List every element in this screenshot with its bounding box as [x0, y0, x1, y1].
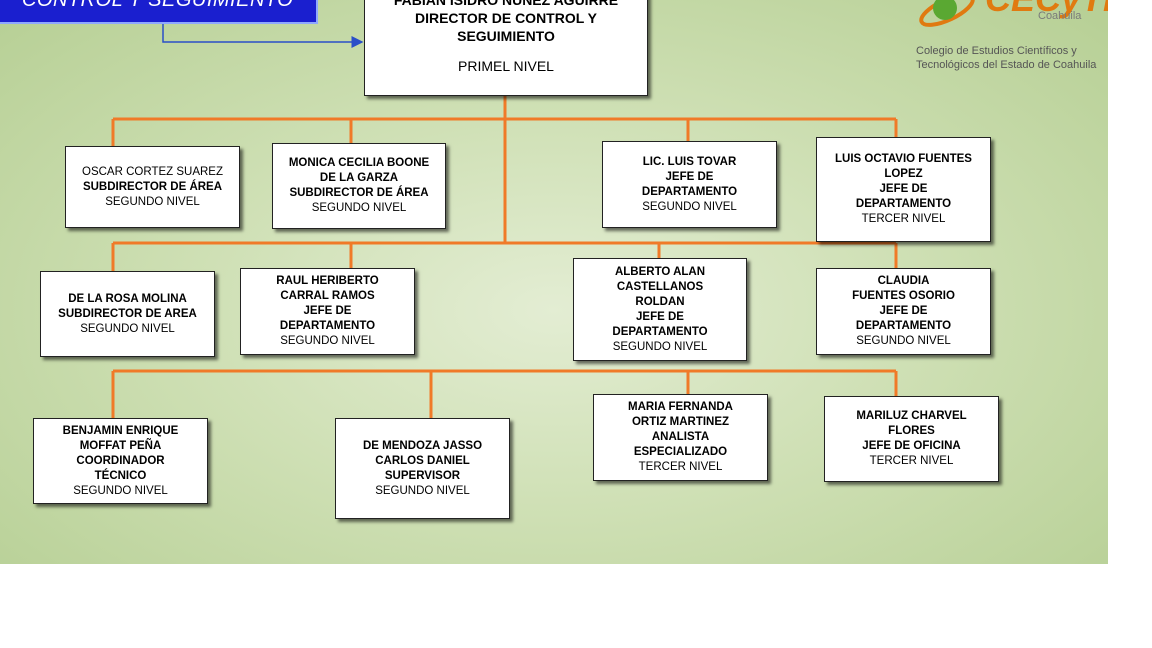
org-box-de-mendoza: DE MENDOZA JASSO CARLOS DANIEL SUPERVISO…: [335, 418, 510, 519]
person-name: MARILUZ CHARVEL: [856, 410, 967, 422]
person-name: MOFFAT PEÑA: [79, 439, 162, 452]
person-name: CASTELLANOS: [616, 280, 704, 293]
person-name: LIC. LUIS TOVAR: [642, 155, 737, 168]
position-title: COORDINADOR: [76, 454, 165, 467]
position-title: SUBDIRECTOR DE ÁREA: [82, 180, 223, 193]
org-box-maria-ortiz: MARIA FERNANDA ORTIZ MARTINEZ ANALISTA E…: [593, 394, 768, 481]
org-box-luis-octavio: LUIS OCTAVIO FUENTES LOPEZ JEFE DE DEPAR…: [816, 137, 991, 242]
person-name: OSCAR CORTEZ SUAREZ: [82, 165, 223, 178]
director-name: FABIAN ISIDRO NUÑEZ AGUIRRE: [393, 0, 619, 8]
person-name: DE LA ROSA MOLINA: [68, 292, 187, 305]
logo-caption: Colegio de Estudios Científicos y Tecnol…: [916, 44, 1106, 72]
banner-arrow: [162, 24, 364, 48]
level-label: SEGUNDO NIVEL: [375, 484, 470, 497]
person-name: FLORES: [888, 425, 935, 437]
position-title: JEFE DE: [665, 170, 714, 183]
position-title: DEPARTAMENTO: [641, 185, 738, 198]
person-name: ALBERTO ALAN: [614, 265, 706, 278]
position-title: DEPARTAMENTO: [612, 325, 708, 338]
person-name: LOPEZ: [884, 168, 923, 180]
org-box-alberto-castellanos: ALBERTO ALAN CASTELLANOS ROLDAN JEFE DE …: [573, 258, 747, 361]
person-name: RAUL HERIBERTO: [276, 275, 379, 287]
person-name: DE LA GARZA: [319, 172, 399, 184]
person-name: MARIA FERNANDA: [628, 401, 733, 413]
level-label: TERCER NIVEL: [869, 455, 954, 467]
position-title: DEPARTAMENTO: [855, 320, 952, 332]
position-title: SUPERVISOR: [384, 469, 461, 482]
level-label: SEGUNDO NIVEL: [642, 200, 737, 213]
level-label: TERCER NIVEL: [638, 461, 723, 473]
position-title: TÉCNICO: [94, 469, 147, 482]
logo-brand: CECyTE: [985, 0, 1108, 20]
position-title: SUBDIRECTOR DE ÁREA: [289, 187, 429, 199]
person-name: FUENTES OSORIO: [852, 290, 955, 302]
position-title: DEPARTAMENTO: [855, 198, 952, 210]
org-box-claudia-fuentes: CLAUDIA FUENTES OSORIO JEFE DE DEPARTAME…: [816, 268, 991, 355]
position-title: JEFE DE: [636, 310, 684, 323]
level-label: SEGUNDO NIVEL: [80, 322, 175, 335]
level-label: SEGUNDO NIVEL: [856, 335, 951, 347]
person-name: DE MENDOZA JASSO: [362, 439, 483, 452]
cecyte-logo: [919, 0, 975, 27]
level-label: SEGUNDO NIVEL: [105, 195, 200, 208]
title-banner: CONTROL Y SEGUIMIENTO: [0, 0, 318, 24]
director-box: FABIAN ISIDRO NUÑEZ AGUIRRE DIRECTOR DE …: [364, 0, 648, 96]
person-name: CARLOS DANIEL: [375, 454, 470, 467]
person-name: CLAUDIA: [877, 275, 930, 287]
position-title: SUBDIRECTOR DE AREA: [58, 307, 197, 320]
level-label: TERCER NIVEL: [861, 213, 946, 225]
logo-caption-line: Tecnológicos del Estado de Coahuila: [916, 59, 1097, 71]
org-box-monica-boone: MONICA CECILIA BOONE DE LA GARZA SUBDIRE…: [272, 143, 446, 229]
position-title: ANALISTA: [651, 431, 710, 443]
position-title: DEPARTAMENTO: [279, 320, 376, 332]
org-box-luis-tovar: LIC. LUIS TOVAR JEFE DE DEPARTAMENTO SEG…: [602, 141, 777, 228]
person-name: LUIS OCTAVIO FUENTES: [835, 153, 972, 165]
position-title: JEFE DE: [303, 305, 352, 317]
director-role: DIRECTOR DE CONTROL Y: [414, 10, 598, 26]
person-name: MONICA CECILIA BOONE: [288, 157, 430, 169]
position-title: JEFE DE OFICINA: [862, 440, 961, 452]
level-label: SEGUNDO NIVEL: [280, 335, 375, 347]
org-chart-slide: CONTROL Y SEGUIMIENTO CECyTE Coahuila Co…: [0, 0, 1108, 564]
director-level: PRIMEL NIVEL: [458, 58, 554, 74]
level-label: SEGUNDO NIVEL: [311, 202, 407, 214]
person-name: BENJAMIN ENRIQUE: [62, 424, 179, 437]
logo-caption-line: Colegio de Estudios Científicos y: [916, 45, 1077, 57]
person-name: CARRAL RAMOS: [280, 290, 375, 302]
org-box-benjamin-moffat: BENJAMIN ENRIQUE MOFFAT PEÑA COORDINADOR…: [33, 418, 208, 504]
position-title: ESPECIALIZADO: [633, 446, 728, 458]
org-box-raul-carral: RAUL HERIBERTO CARRAL RAMOS JEFE DE DEPA…: [240, 268, 415, 355]
level-label: SEGUNDO NIVEL: [73, 484, 168, 497]
org-box-mariluz-charvel: MARILUZ CHARVEL FLORES JEFE DE OFICINA T…: [824, 396, 999, 482]
position-title: JEFE DE: [879, 183, 928, 195]
person-name: ORTIZ MARTINEZ: [631, 416, 730, 428]
logo-region: Coahuila: [1038, 10, 1082, 22]
connector-lines: [111, 24, 898, 418]
org-box-de-la-rosa: DE LA ROSA MOLINA SUBDIRECTOR DE AREA SE…: [40, 271, 215, 357]
person-name: ROLDAN: [635, 295, 685, 308]
level-label: SEGUNDO NIVEL: [612, 340, 708, 353]
position-title: JEFE DE: [879, 305, 928, 317]
title-banner-text: CONTROL Y SEGUIMIENTO: [22, 0, 294, 11]
director-role: SEGUIMIENTO: [457, 28, 555, 44]
org-box-oscar-cortez: OSCAR CORTEZ SUAREZ SUBDIRECTOR DE ÁREA …: [65, 146, 240, 228]
